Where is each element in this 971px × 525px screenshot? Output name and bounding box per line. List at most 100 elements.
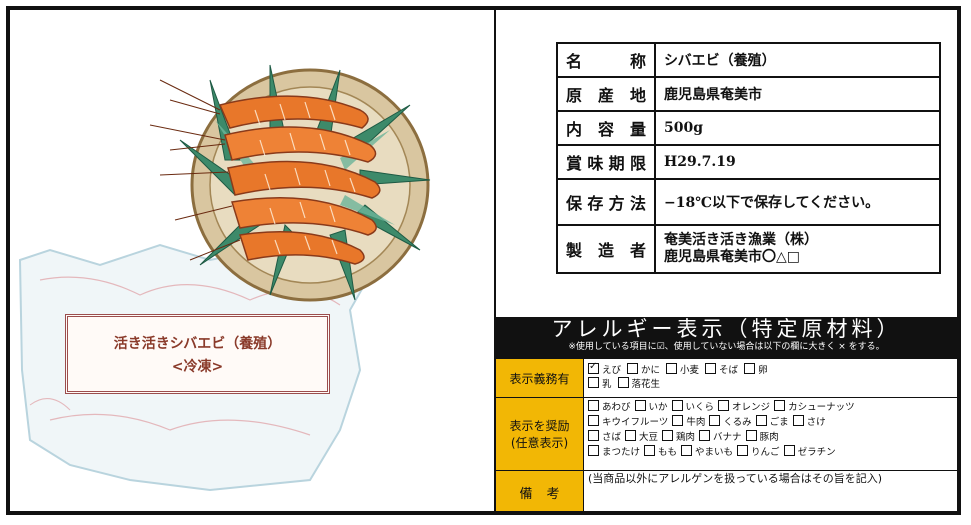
checkbox-icon[interactable] [588, 415, 599, 426]
checkbox-icon[interactable] [644, 445, 656, 456]
allergen-recommended-item[interactable]: 大豆 [625, 430, 659, 443]
checkbox-icon[interactable] [783, 445, 795, 456]
allergen-mandatory-item[interactable]: えび [588, 361, 621, 376]
allergen-recommended-item[interactable]: 鶏肉 [662, 430, 696, 443]
info-key-storage: 保存方法 [556, 178, 656, 226]
checkbox-icon[interactable] [709, 415, 721, 426]
checkbox-icon[interactable] [625, 430, 637, 441]
allergy-recommended-row: 表示を奨励 (任意表示) あわび いか いくらオレンジ カシューナッツキウイフルーツ 牛… [496, 398, 957, 471]
info-key-manufacturer: 製造者 [556, 224, 656, 274]
allergy-header: アレルギー表示（特定原材料） ※使用している項目に☑、使用していない場合は以下の… [496, 317, 957, 359]
allergen-recommended-item[interactable]: りんご [737, 445, 780, 458]
checkbox-icon[interactable] [588, 377, 599, 388]
allergen-recommended-item[interactable]: ごま [755, 415, 789, 428]
info-key-quantity: 内容量 [556, 110, 656, 146]
allergen-label: 牛肉 [686, 417, 706, 428]
package-label-line1: 活き活きシバエビ（養殖） [113, 335, 282, 352]
allergen-label: 大豆 [639, 432, 659, 443]
allergen-label: さけ [806, 417, 826, 428]
mandatory-label: 表示義務有 [496, 359, 584, 397]
checkbox-icon[interactable] [634, 400, 646, 411]
allergen-mandatory-item[interactable]: そば [705, 363, 738, 376]
allergen-recommended-item[interactable]: 豚肉 [745, 430, 779, 443]
allergen-recommended-item[interactable]: あわび [588, 400, 631, 413]
checkbox-icon[interactable] [718, 400, 730, 411]
product-label-sheet: 活き活きシバエビ（養殖） <冷凍> 名称 シバエビ（養殖） 原産地 鹿児島県奄美… [6, 6, 961, 515]
allergen-label: ゼラチン [797, 447, 836, 458]
allergen-recommended-item[interactable]: くるみ [709, 415, 752, 428]
checkbox-icon[interactable] [666, 363, 678, 374]
package-label: 活き活きシバエビ（養殖） <冷凍> [65, 314, 330, 394]
checkbox-icon[interactable] [617, 377, 629, 388]
info-row-expiry: 賞味期限 H29.7.19 [556, 144, 941, 180]
checkbox-icon[interactable] [588, 445, 599, 456]
allergen-label: くるみ [723, 417, 752, 428]
info-value-expiry: H29.7.19 [654, 144, 941, 180]
checkbox-icon[interactable] [672, 415, 684, 426]
allergen-recommended-item[interactable]: やまいも [681, 445, 733, 458]
checkbox-icon[interactable] [744, 363, 756, 374]
allergen-recommended-item[interactable]: オレンジ [718, 400, 770, 413]
recommended-items: あわび いか いくらオレンジ カシューナッツキウイフルーツ 牛肉 くるみごま さけさば 大豆 鶏… [584, 398, 957, 470]
allergen-mandatory-item[interactable]: かに [627, 363, 660, 376]
allergen-mandatory-item[interactable]: 乳 [588, 377, 612, 390]
allergen-label: 乳 [602, 379, 612, 390]
allergen-label: もも [658, 447, 678, 458]
info-row-name: 名称 シバエビ（養殖） [556, 42, 941, 78]
allergen-recommended-item[interactable]: バナナ [699, 430, 742, 443]
checkbox-icon[interactable] [745, 430, 757, 441]
allergen-label: キウイフルーツ [602, 417, 669, 428]
allergen-label: カシューナッツ [788, 402, 855, 413]
allergen-recommended-item[interactable]: いくら [671, 400, 715, 413]
checkbox-icon[interactable] [662, 430, 674, 441]
info-value-name: シバエビ（養殖） [654, 42, 941, 78]
allergen-recommended-item[interactable]: カシューナッツ [774, 400, 855, 413]
remarks-text[interactable]: (当商品以外にアレルゲンを扱っている場合はその旨を記入) [588, 472, 883, 485]
info-key-expiry: 賞味期限 [556, 144, 656, 180]
checkbox-icon[interactable] [588, 400, 599, 411]
checkbox-checked-icon[interactable] [588, 361, 599, 374]
allergen-recommended-item[interactable]: さば [588, 430, 621, 443]
allergen-recommended-item[interactable]: いか [634, 400, 668, 413]
allergen-label: バナナ [713, 432, 742, 443]
allergen-recommended-item[interactable]: ゼラチン [783, 445, 836, 458]
allergen-recommended-item[interactable]: もも [644, 445, 678, 458]
info-value-quantity: 500g [654, 110, 941, 146]
checkbox-icon[interactable] [681, 445, 693, 456]
checkbox-icon[interactable] [705, 363, 717, 374]
allergy-title: アレルギー表示（特定原材料） [551, 317, 902, 341]
allergen-recommended-item[interactable]: さけ [792, 415, 826, 428]
info-value-manufacturer: 奄美活き活き漁業（株） 鹿児島県奄美市〇△□ [654, 224, 941, 274]
allergen-mandatory-item[interactable]: 卵 [744, 363, 768, 376]
checkbox-icon[interactable] [627, 363, 639, 374]
recommended-label: 表示を奨励 (任意表示) [496, 398, 584, 470]
allergen-label: りんご [751, 447, 780, 458]
checkbox-icon[interactable] [774, 400, 786, 411]
allergen-recommended-item[interactable]: 牛肉 [672, 415, 706, 428]
package-label-line2: <冷凍> [171, 358, 224, 375]
checkbox-icon[interactable] [588, 430, 599, 441]
shrimp-plate-illustration [18, 64, 431, 492]
checkbox-icon[interactable] [699, 430, 711, 441]
allergen-label: 豚肉 [759, 432, 779, 443]
allergen-mandatory-item[interactable]: 小麦 [666, 363, 699, 376]
checkbox-icon[interactable] [792, 415, 804, 426]
allergen-label: いか [648, 402, 668, 413]
allergen-mandatory-item[interactable]: 落花生 [617, 377, 661, 390]
info-value-origin: 鹿児島県奄美市 [654, 76, 941, 112]
checkbox-icon[interactable] [755, 415, 767, 426]
info-key-origin: 原産地 [556, 76, 656, 112]
manufacturer-name: 奄美活き活き漁業（株） [664, 232, 818, 248]
allergen-recommended-item[interactable]: キウイフルーツ [588, 415, 669, 428]
allergen-label: 鶏肉 [676, 432, 696, 443]
allergen-label: いくら [685, 402, 715, 413]
info-row-storage: 保存方法 −18℃以下で保存してください。 [556, 178, 941, 226]
product-info-table: 名称 シバエビ（養殖） 原産地 鹿児島県奄美市 内容量 500g 賞味期限 H2… [556, 42, 941, 274]
checkbox-icon[interactable] [671, 400, 683, 411]
product-info-panel: 名称 シバエビ（養殖） 原産地 鹿児島県奄美市 内容量 500g 賞味期限 H2… [496, 10, 957, 511]
allergen-label: 落花生 [631, 379, 661, 390]
allergy-note: ※使用している項目に☑、使用していない場合は以下の欄に大きく × をする。 [568, 342, 885, 352]
checkbox-icon[interactable] [737, 445, 749, 456]
allergen-recommended-item[interactable]: まつたけ [588, 445, 640, 458]
